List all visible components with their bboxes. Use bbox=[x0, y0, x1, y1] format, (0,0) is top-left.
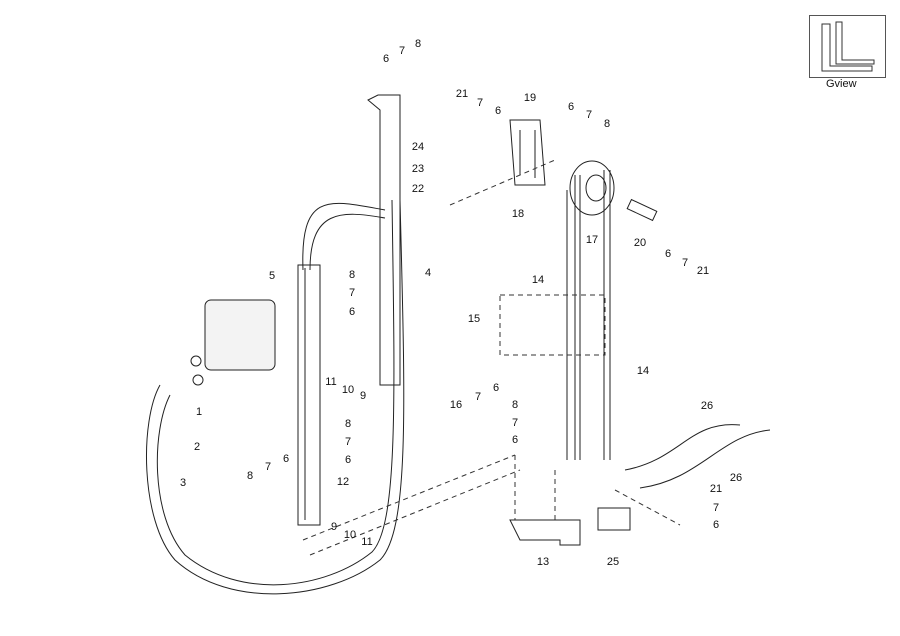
callout-6: 6 bbox=[495, 105, 501, 117]
gview-label: Gview bbox=[826, 78, 857, 90]
bracket-4 bbox=[367, 94, 401, 386]
callout-6: 6 bbox=[383, 53, 389, 65]
callout-16: 16 bbox=[450, 399, 462, 411]
callout-8: 8 bbox=[415, 38, 421, 50]
callout-25: 25 bbox=[607, 556, 619, 568]
callout-8: 8 bbox=[349, 269, 355, 281]
callout-7: 7 bbox=[345, 436, 351, 448]
callout-7: 7 bbox=[265, 461, 271, 473]
callout-7: 7 bbox=[349, 287, 355, 299]
callout-10: 10 bbox=[344, 529, 356, 541]
channel-5 bbox=[297, 264, 321, 526]
callout-14: 14 bbox=[637, 365, 649, 377]
callout-8: 8 bbox=[604, 118, 610, 130]
callout-11: 11 bbox=[361, 536, 372, 548]
callout-19: 19 bbox=[524, 92, 536, 104]
callout-23: 23 bbox=[412, 163, 424, 175]
callout-3: 3 bbox=[180, 477, 186, 489]
hose-3 bbox=[156, 199, 395, 586]
callout-6: 6 bbox=[349, 306, 355, 318]
hose-26 bbox=[624, 424, 741, 471]
callout-7: 7 bbox=[399, 45, 405, 57]
callout-26: 26 bbox=[701, 400, 713, 412]
callout-7: 7 bbox=[475, 391, 481, 403]
callout-24: 24 bbox=[412, 141, 424, 153]
block-25 bbox=[597, 507, 631, 531]
callout-9: 9 bbox=[360, 390, 366, 402]
callout-12: 12 bbox=[337, 476, 349, 488]
callout-15: 15 bbox=[468, 313, 480, 325]
callout-8: 8 bbox=[345, 418, 351, 430]
hose-loop-2 bbox=[309, 213, 386, 271]
hose-2 bbox=[145, 199, 405, 595]
callout-6: 6 bbox=[345, 454, 351, 466]
callout-11: 11 bbox=[325, 376, 336, 388]
fitting-1b bbox=[192, 374, 204, 386]
hose-loop bbox=[302, 202, 386, 271]
callout-17: 17 bbox=[586, 234, 598, 246]
callout-6: 6 bbox=[283, 453, 289, 465]
callout-8: 8 bbox=[512, 399, 518, 411]
callout-5: 5 bbox=[269, 270, 275, 282]
gview-thumbnail[interactable] bbox=[809, 15, 886, 78]
hose-26b bbox=[639, 429, 771, 489]
hose-14-left bbox=[566, 175, 581, 460]
callout-6: 6 bbox=[665, 248, 671, 260]
sheave-hub bbox=[585, 174, 607, 202]
control-valve bbox=[204, 299, 276, 371]
callout-13: 13 bbox=[537, 556, 549, 568]
callout-18: 18 bbox=[512, 208, 524, 220]
fitting-1 bbox=[190, 355, 202, 367]
callout-26: 26 bbox=[730, 472, 742, 484]
callout-7: 7 bbox=[512, 417, 518, 429]
callout-7: 7 bbox=[477, 97, 483, 109]
callout-7: 7 bbox=[713, 502, 719, 514]
callout-21: 21 bbox=[697, 265, 709, 277]
pin-20 bbox=[626, 198, 658, 222]
callout-20: 20 bbox=[634, 237, 646, 249]
fork-icon bbox=[821, 21, 875, 72]
callout-2: 2 bbox=[194, 441, 200, 453]
callout-21: 21 bbox=[710, 483, 722, 495]
callout-6: 6 bbox=[493, 382, 499, 394]
callout-6: 6 bbox=[568, 101, 574, 113]
callout-9: 9 bbox=[331, 521, 337, 533]
callout-6: 6 bbox=[713, 519, 719, 531]
callout-14: 14 bbox=[532, 274, 544, 286]
callout-6: 6 bbox=[512, 434, 518, 446]
callout-4: 4 bbox=[425, 267, 431, 279]
callout-21: 21 bbox=[456, 88, 468, 100]
callout-7: 7 bbox=[586, 109, 592, 121]
manifold-13 bbox=[509, 519, 581, 546]
callout-7: 7 bbox=[682, 257, 688, 269]
callout-10: 10 bbox=[342, 384, 354, 396]
sheave-17 bbox=[569, 160, 615, 216]
hose-14-right bbox=[603, 170, 611, 460]
callout-8: 8 bbox=[247, 470, 253, 482]
callout-22: 22 bbox=[412, 183, 424, 195]
bracket-19 bbox=[509, 119, 546, 186]
callout-1: 1 bbox=[196, 406, 202, 418]
